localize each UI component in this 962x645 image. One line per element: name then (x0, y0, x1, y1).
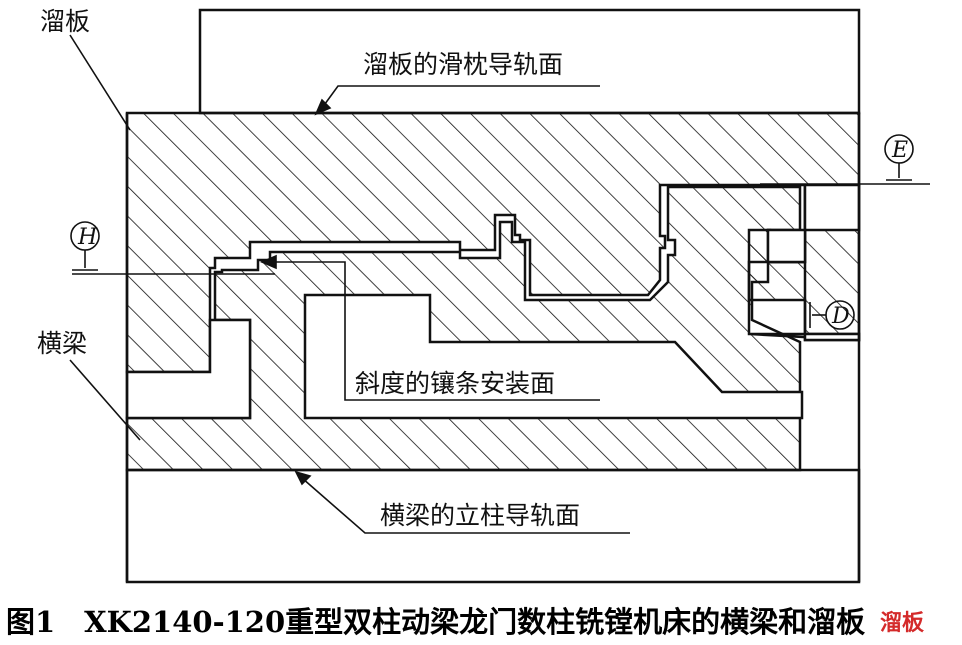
arrow-beam-guide (294, 470, 312, 486)
arrow-gib (259, 254, 277, 270)
datum-d: D (831, 304, 850, 329)
leader-gib (270, 261, 600, 401)
label-gib-mount: 斜度的镶条安装面 (355, 369, 555, 398)
datum-h: H (77, 225, 98, 250)
leader-saddle (69, 34, 131, 131)
leader-ram-guide (321, 85, 600, 109)
leader-beam-guide (301, 477, 630, 534)
beam-cavity (303, 293, 804, 420)
label-saddle: 溜板 (40, 7, 90, 36)
ram-block (198, 8, 861, 115)
watermark: 溜板 (880, 610, 925, 636)
arrow-ram-guide (314, 98, 332, 116)
label-beam-guide: 横梁的立柱导轨面 (380, 501, 580, 530)
leader-beam (69, 359, 141, 441)
beam-lower-block (125, 468, 861, 584)
label-ram-guide: 溜板的滑枕导轨面 (363, 50, 563, 79)
datum-e: E (891, 138, 908, 163)
label-beam: 横梁 (37, 329, 87, 358)
saddle-right-pocket (803, 183, 861, 232)
figure-caption: 图1 XK2140-120重型双柱动梁龙门数柱铣镗机床的横梁和溜板 (6, 605, 866, 639)
